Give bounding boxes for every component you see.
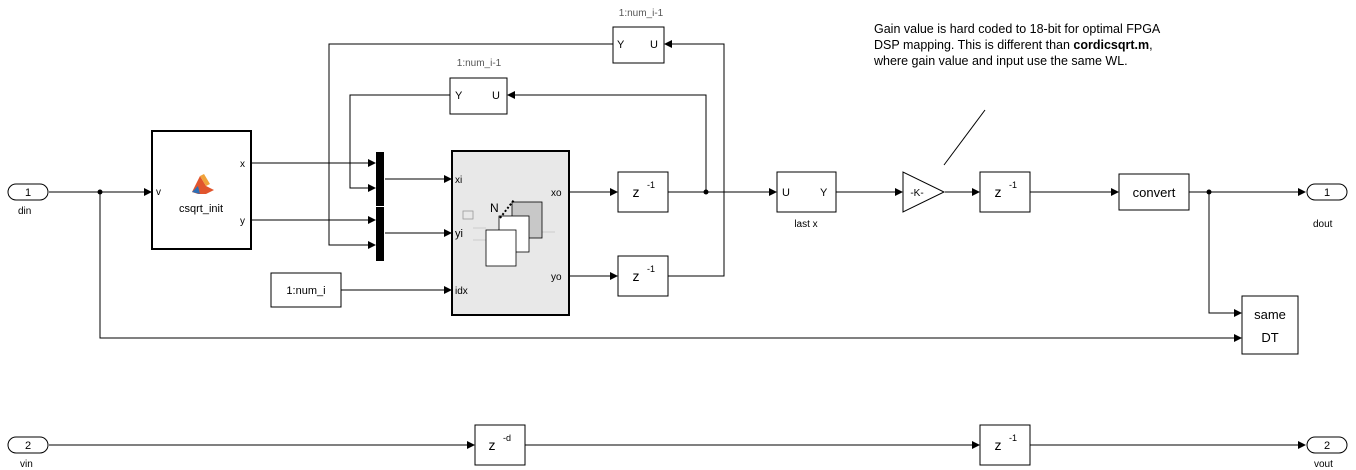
gain-block[interactable]: -K- <box>902 171 946 213</box>
gain-annotation: Gain value is hard coded to 18-bit for o… <box>874 21 1164 69</box>
last-x-block[interactable]: U Y last x <box>776 171 837 230</box>
delay-yo-block[interactable]: z -1 <box>617 255 669 297</box>
for-each-icon: N <box>462 199 555 267</box>
feedback-mid-caption: 1:num_i-1 <box>457 58 502 69</box>
outport-vout-label: vout <box>1314 459 1333 470</box>
delay-xo-base: z <box>633 184 640 200</box>
feedback-top-block[interactable]: 1:num_i-1 Y U <box>612 8 665 64</box>
outport-dout-number: 1 <box>1324 187 1330 199</box>
feedback-mid-block[interactable]: 1:num_i-1 Y U <box>449 58 508 115</box>
svg-text:-1: -1 <box>1009 180 1017 190</box>
same-dt-block[interactable]: same DT <box>1241 295 1299 355</box>
matlab-logo-icon <box>192 174 214 194</box>
feedback-mid-u-label: U <box>492 90 500 102</box>
csqrt-init-out-y-label: y <box>240 216 245 227</box>
svg-text:z: z <box>633 268 640 284</box>
delay-gain-exp: -1 <box>1009 180 1017 190</box>
csqrt-init-label: csqrt_init <box>179 203 223 215</box>
delay-xo-block[interactable]: z -1 <box>617 171 669 213</box>
outport-dout-label: dout <box>1313 219 1333 230</box>
convert-label: convert <box>1133 185 1176 200</box>
inport-din[interactable]: 1 din <box>7 183 49 217</box>
last-x-out-label: Y <box>820 187 828 199</box>
annotation-bold: cordicsqrt.m <box>1073 38 1150 52</box>
annotation-part1: Gain value is hard coded to 18-bit for o… <box>874 22 1160 52</box>
gain-label: -K- <box>910 188 923 199</box>
cordic-subsystem-block[interactable]: xi yi idx xo yo N <box>451 150 570 316</box>
subsystem-in-xi-label: xi <box>455 175 462 186</box>
last-x-in-label: U <box>782 187 790 199</box>
mux-x[interactable] <box>376 152 384 206</box>
outport-dout[interactable]: 1 dout <box>1306 183 1348 230</box>
inport-vin[interactable]: 2 vin <box>7 436 49 470</box>
csqrt-init-block[interactable]: v x y csqrt_init <box>151 130 252 250</box>
delay-yo-base: z <box>633 268 640 284</box>
last-x-caption: last x <box>794 219 817 230</box>
inport-din-label: din <box>18 206 31 217</box>
feedback-mid-y-label: Y <box>455 90 463 102</box>
delay-yo-exp: -1 <box>647 264 655 274</box>
arrowheads <box>144 40 1306 449</box>
subsystem-in-yi-label: yi <box>455 228 463 240</box>
outport-vout[interactable]: 2 vout <box>1306 436 1348 470</box>
delay-vin-d-block[interactable]: z -d <box>474 424 526 466</box>
svg-text:z: z <box>633 184 640 200</box>
num-i-constant-label: 1:num_i <box>286 285 325 297</box>
csqrt-init-out-x-label: x <box>240 159 245 170</box>
delay-xo-exp: -1 <box>647 180 655 190</box>
feedback-top-u-label: U <box>650 39 658 51</box>
subsystem-out-xo-label: xo <box>551 188 562 199</box>
svg-text:z: z <box>489 437 496 453</box>
same-dt-line1: same <box>1254 307 1286 322</box>
annotation-part2: , where gain value and input use the sam… <box>874 38 1153 68</box>
inport-din-number: 1 <box>25 187 31 199</box>
feedback-top-caption: 1:num_i-1 <box>619 8 664 19</box>
delay-vin-d-base: z <box>489 437 496 453</box>
inport-vin-label: vin <box>20 459 33 470</box>
outport-vout-number: 2 <box>1324 440 1330 452</box>
delay-vin-1-exp: -1 <box>1009 433 1017 443</box>
svg-text:-1: -1 <box>1009 433 1017 443</box>
svg-text:z: z <box>995 184 1002 200</box>
wires <box>49 43 1300 446</box>
delay-vin-1-base: z <box>995 437 1002 453</box>
delay-vin-d-exp: -d <box>503 433 511 443</box>
delay-gain-block[interactable]: z -1 <box>979 171 1031 213</box>
inport-vin-number: 2 <box>25 440 31 452</box>
num-i-constant-block[interactable]: 1:num_i <box>270 272 342 308</box>
svg-text:-d: -d <box>503 433 511 443</box>
svg-text:-1: -1 <box>647 180 655 190</box>
mux-y[interactable] <box>376 207 384 261</box>
svg-text:z: z <box>995 437 1002 453</box>
delay-vin-1-block[interactable]: z -1 <box>979 424 1031 466</box>
delay-gain-base: z <box>995 184 1002 200</box>
svg-text:-1: -1 <box>647 264 655 274</box>
convert-block[interactable]: convert <box>1118 173 1190 211</box>
feedback-top-y-label: Y <box>617 39 625 51</box>
csqrt-init-in-label: v <box>156 187 161 198</box>
subsystem-in-idx-label: idx <box>455 286 468 297</box>
for-each-n-label: N <box>490 201 499 215</box>
same-dt-line2: DT <box>1261 330 1278 345</box>
subsystem-out-yo-label: yo <box>551 272 562 283</box>
